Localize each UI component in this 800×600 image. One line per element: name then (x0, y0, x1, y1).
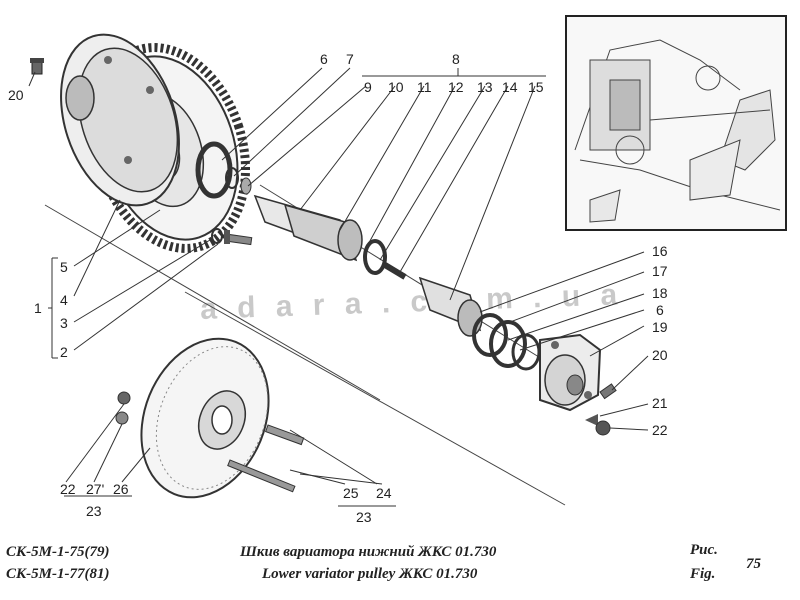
callout-23-left: 23 (86, 503, 102, 519)
studs (227, 424, 305, 493)
seal-rings-upper (195, 141, 252, 199)
callout-27: 27' (86, 481, 104, 497)
pulley-disc (140, 337, 270, 499)
bolt-and-washer (211, 228, 253, 246)
callout-14: 14 (502, 79, 518, 95)
callout-8: 8 (452, 51, 460, 67)
callout-22-right: 22 (652, 422, 668, 438)
callout-16: 16 (652, 243, 668, 259)
model-line-1: СК-5М-1-75(79) (6, 544, 110, 560)
callout-11: 11 (417, 79, 432, 95)
shaft-assembly (253, 194, 483, 337)
callout-20-top: 20 (8, 87, 24, 103)
callout-24: 24 (376, 485, 392, 501)
callout-18: 18 (652, 285, 668, 301)
figure-label-ru: Рис. (690, 542, 718, 558)
callout-13: 13 (477, 79, 493, 95)
callout-7: 7 (346, 51, 354, 67)
callout-2: 2 (60, 344, 68, 360)
bolts-lower-left (115, 391, 131, 425)
callout-9: 9 (364, 79, 372, 95)
callout-21: 21 (652, 395, 668, 411)
callout-12: 12 (448, 79, 464, 95)
inset-photo (565, 15, 787, 231)
callouts: 20 6 7 8 9 10 11 12 13 14 15 16 17 18 6 … (8, 51, 668, 525)
callout-23-right: 23 (356, 509, 372, 525)
callout-3: 3 (60, 315, 68, 331)
callout-26: 26 (113, 481, 129, 497)
callout-1: 1 (34, 300, 42, 316)
callout-6-right: 6 (656, 302, 664, 318)
bolt-top-left (30, 58, 44, 75)
callout-4: 4 (60, 292, 68, 308)
callout-17: 17 (652, 263, 668, 279)
bearing-housing (539, 333, 602, 412)
watermark: a d a r a . c o m . u a (200, 278, 624, 326)
model-line-2: СК-5М-1-77(81) (6, 566, 110, 582)
callout-15: 15 (528, 79, 544, 95)
leader-lines (28, 67, 649, 507)
figure-label-en: Fig. (690, 566, 716, 582)
pulley-hub (60, 33, 180, 207)
bolts-right (585, 383, 617, 436)
callout-5: 5 (60, 259, 68, 275)
callout-20-right: 20 (652, 347, 668, 363)
figure-number: 75 (746, 556, 761, 572)
callout-10: 10 (388, 79, 404, 95)
callout-25: 25 (343, 485, 359, 501)
callout-19: 19 (652, 319, 668, 335)
callout-6-top: 6 (320, 51, 328, 67)
title-english: Lower variator pulley ЖКС 01.730 (262, 566, 478, 582)
title-russian: Шкив вариатора нижний ЖКС 01.730 (240, 544, 497, 560)
callout-22-left: 22 (60, 481, 76, 497)
